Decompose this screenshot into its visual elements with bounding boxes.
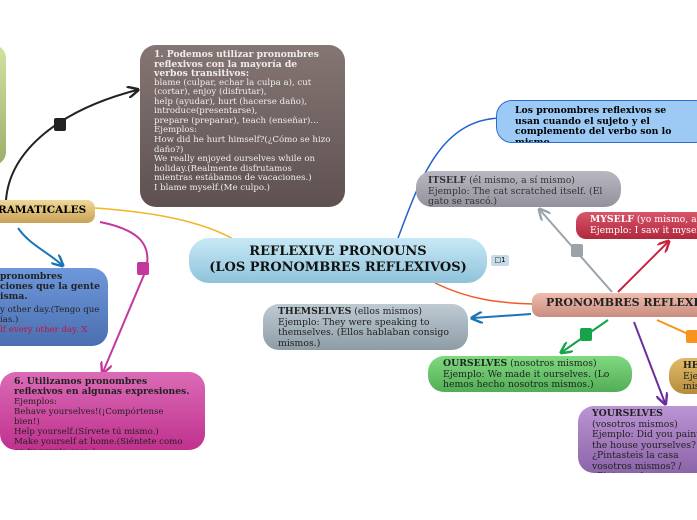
connector-handle	[571, 244, 583, 257]
connector-yourselves	[633, 321, 665, 403]
central-title-line2: (LOS PRONOMBRES REFLEXIVOS)	[209, 260, 467, 275]
rule1-line: blame (culpar, echar la culpa a), cut (c…	[154, 77, 312, 98]
connector-handle	[54, 118, 66, 131]
rule1-line: Ejemplos:	[154, 125, 197, 136]
himself-word: HE	[683, 360, 697, 371]
connector-handle	[137, 262, 149, 275]
rule1-line: How did he hurt himself?(¿Cómo se hizo d…	[154, 135, 331, 155]
rule1-line: I blame myself.(Me culpo.)	[154, 183, 270, 194]
ourselves-example: Ejemplo: We made it ourselves. (Lo hemos…	[443, 368, 610, 390]
rule6-line: Help yourself.(Sírvete tú mismo.)	[14, 427, 159, 437]
connector-usos	[94, 207, 236, 241]
node-rule-1[interactable]: 1. Podemos utilizar pronombres reflexivo…	[140, 45, 345, 207]
rule-blue-title: pronombres ciones que la gente isma.	[0, 271, 100, 302]
connector-blue-rule	[17, 227, 62, 265]
themselves-example: Ejemplo: They were speaking to themselve…	[278, 316, 449, 349]
rule1-title: 1. Podemos utilizar pronombres reflexivo…	[154, 49, 319, 79]
connector-handle	[686, 330, 697, 343]
rule1-line: introduce(presentarse),	[154, 106, 258, 117]
node-itself[interactable]: ITSELF (él mismo, a sí mismo) Ejemplo: T…	[416, 171, 621, 207]
myself-example: Ejemplo: I saw it myself. (Yo	[590, 224, 697, 236]
ourselves-meaning: (nosotros mismos)	[507, 358, 597, 369]
yourselves-word: YOURSELVES	[592, 408, 663, 419]
themselves-word: THEMSELVES	[278, 306, 352, 317]
connector-rule1	[5, 90, 137, 201]
rule-blue-example: y other day.(Tengo que ías.)	[0, 305, 100, 325]
node-yourselves[interactable]: YOURSELVES (vosotros mismos) Ejemplo: Di…	[578, 406, 697, 473]
connector-handle	[580, 328, 592, 341]
node-definition[interactable]: Los pronombres reflexivos se usan cuando…	[496, 100, 697, 143]
ourselves-word: OURSELVES	[443, 358, 508, 369]
node-pronombres-reflexivos[interactable]: PRONOMBRES REFLEXIVOS	[532, 293, 697, 317]
node-myself[interactable]: MYSELF (yo mismo, a mí mismo) Ejemplo: I…	[576, 212, 697, 239]
rule1-line: We really enjoyed ourselves while on hol…	[154, 154, 316, 184]
myself-meaning: (yo mismo, a mí mismo)	[636, 214, 697, 225]
node-themselves[interactable]: THEMSELVES (ellos mismos) Ejemplo: They …	[263, 304, 468, 350]
comment-badge[interactable]: □1	[491, 255, 509, 266]
connector-pronombres	[434, 282, 534, 305]
node-rule-6[interactable]: 6. Utilizamos pronombres reflexivos en a…	[0, 372, 205, 450]
connector-myself	[617, 242, 668, 293]
itself-example: Ejemplo: The cat scratched itself. (El g…	[428, 185, 603, 207]
node-ourselves[interactable]: OURSELVES (nosotros mismos) Ejemplo: We …	[428, 356, 632, 392]
comment-count: 1	[501, 256, 506, 264]
rule6-title: 6. Utilizamos pronombres reflexivos en a…	[14, 376, 190, 397]
connector-definition	[397, 117, 501, 239]
yourselves-meaning: (vosotros mismos)	[592, 418, 678, 430]
rule-blue-wrong: lf every other day. X	[0, 325, 88, 335]
comment-icon: □	[494, 256, 502, 264]
node-green-partial[interactable]	[0, 45, 6, 165]
himself-example: Eje mis	[683, 370, 697, 392]
connector-themselves	[473, 314, 532, 318]
rule6-line: Make yourself at home.(Siéntete como en …	[14, 437, 183, 450]
itself-word: ITSELF	[428, 175, 467, 186]
central-topic[interactable]: REFLEXIVE PRONOUNS (LOS PRONOMBRES REFLE…	[189, 238, 487, 283]
itself-meaning: (él mismo, a sí mismo)	[466, 175, 575, 186]
myself-word: MYSELF	[590, 214, 634, 225]
rule1-line: help (ayudar), hurt (hacerse daño),	[154, 96, 308, 107]
rule1-line: prepare (preparar), teach (enseñar)...	[154, 115, 319, 126]
rule6-line: Ejemplos:	[14, 397, 57, 407]
central-title-line1: REFLEXIVE PRONOUNS	[249, 244, 427, 259]
themselves-meaning: (ellos mismos)	[351, 306, 423, 317]
rule6-line: Behave yourselves!(¡Compórtense bien!)	[14, 407, 164, 427]
node-rule-blue[interactable]: pronombres ciones que la gente isma. y o…	[0, 268, 108, 346]
node-usos-gramaticales[interactable]: RAMATICALES	[0, 200, 95, 223]
